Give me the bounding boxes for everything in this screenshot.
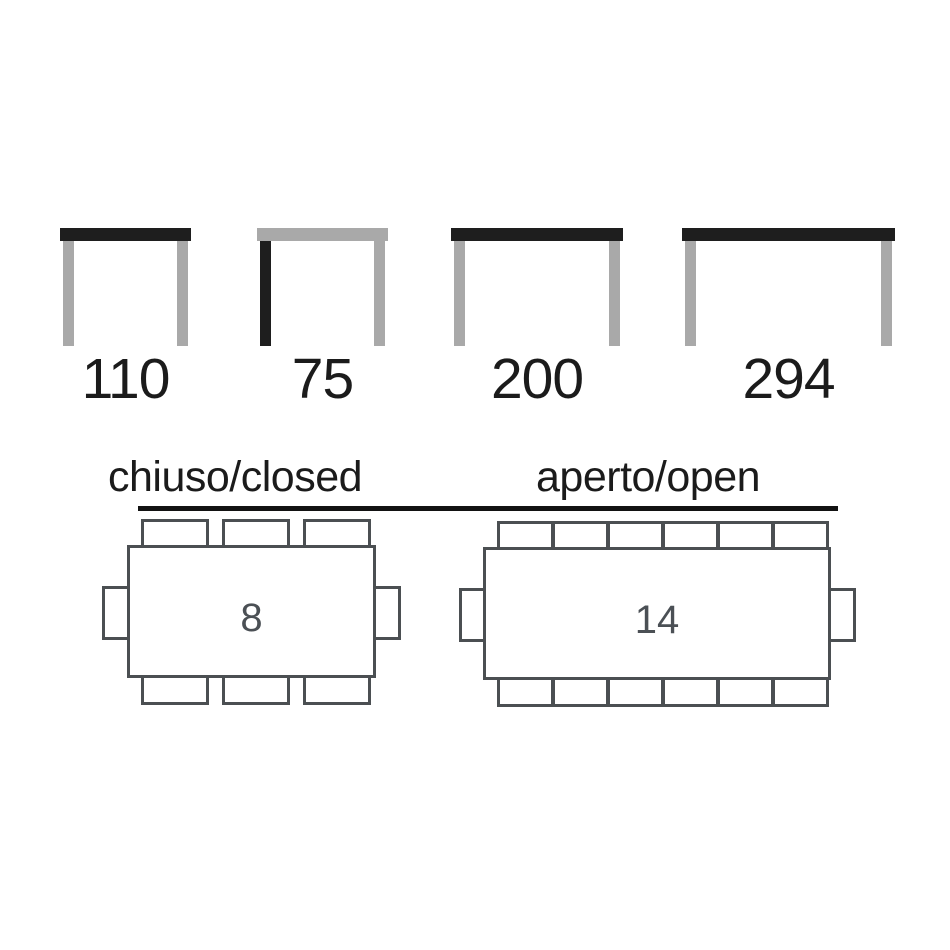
table-leg-right-icon (177, 241, 188, 346)
tabletop-plan-closed (127, 545, 376, 678)
seat-bottom-1 (497, 677, 554, 707)
seat-right-1 (828, 588, 856, 642)
dimension-label-110: 110 (81, 347, 171, 411)
seat-count-closed: 8 (240, 596, 263, 640)
table-leg-right-icon (374, 241, 385, 346)
seat-left-1 (102, 586, 130, 640)
seat-bottom-2 (552, 677, 609, 707)
elevation-icon-200 (451, 228, 623, 346)
seat-count-open: 14 (634, 598, 680, 642)
tabletop-plan-open (483, 547, 831, 680)
caption-chiuso-closed: chiuso/closed (108, 453, 363, 501)
table-leg-left-icon (454, 241, 465, 346)
tabletop-bar-icon (60, 228, 191, 241)
seat-top-4 (662, 521, 719, 551)
dimension-label-294: 294 (742, 347, 835, 411)
caption-divider-rule (138, 506, 838, 511)
seat-bottom-5 (717, 677, 774, 707)
tabletop-bar-icon (451, 228, 623, 241)
caption-aperto-open: aperto/open (536, 453, 761, 501)
seat-top-5 (717, 521, 774, 551)
table-leg-left-icon (260, 241, 271, 346)
dimension-label-200: 200 (490, 347, 584, 411)
seat-bottom-3 (607, 677, 664, 707)
table-leg-right-icon (609, 241, 620, 346)
tabletop-bar-icon (257, 228, 388, 241)
dimension-label-75: 75 (291, 347, 354, 411)
seat-bottom-6 (772, 677, 829, 707)
seat-bottom-4 (662, 677, 719, 707)
elevation-icon-110 (60, 228, 191, 346)
table-leg-left-icon (685, 241, 696, 346)
table-leg-left-icon (63, 241, 74, 346)
elevation-icon-75 (257, 228, 388, 346)
tabletop-bar-icon (682, 228, 895, 241)
elevation-icon-294 (682, 228, 895, 346)
seat-top-6 (772, 521, 829, 551)
table-leg-right-icon (881, 241, 892, 346)
